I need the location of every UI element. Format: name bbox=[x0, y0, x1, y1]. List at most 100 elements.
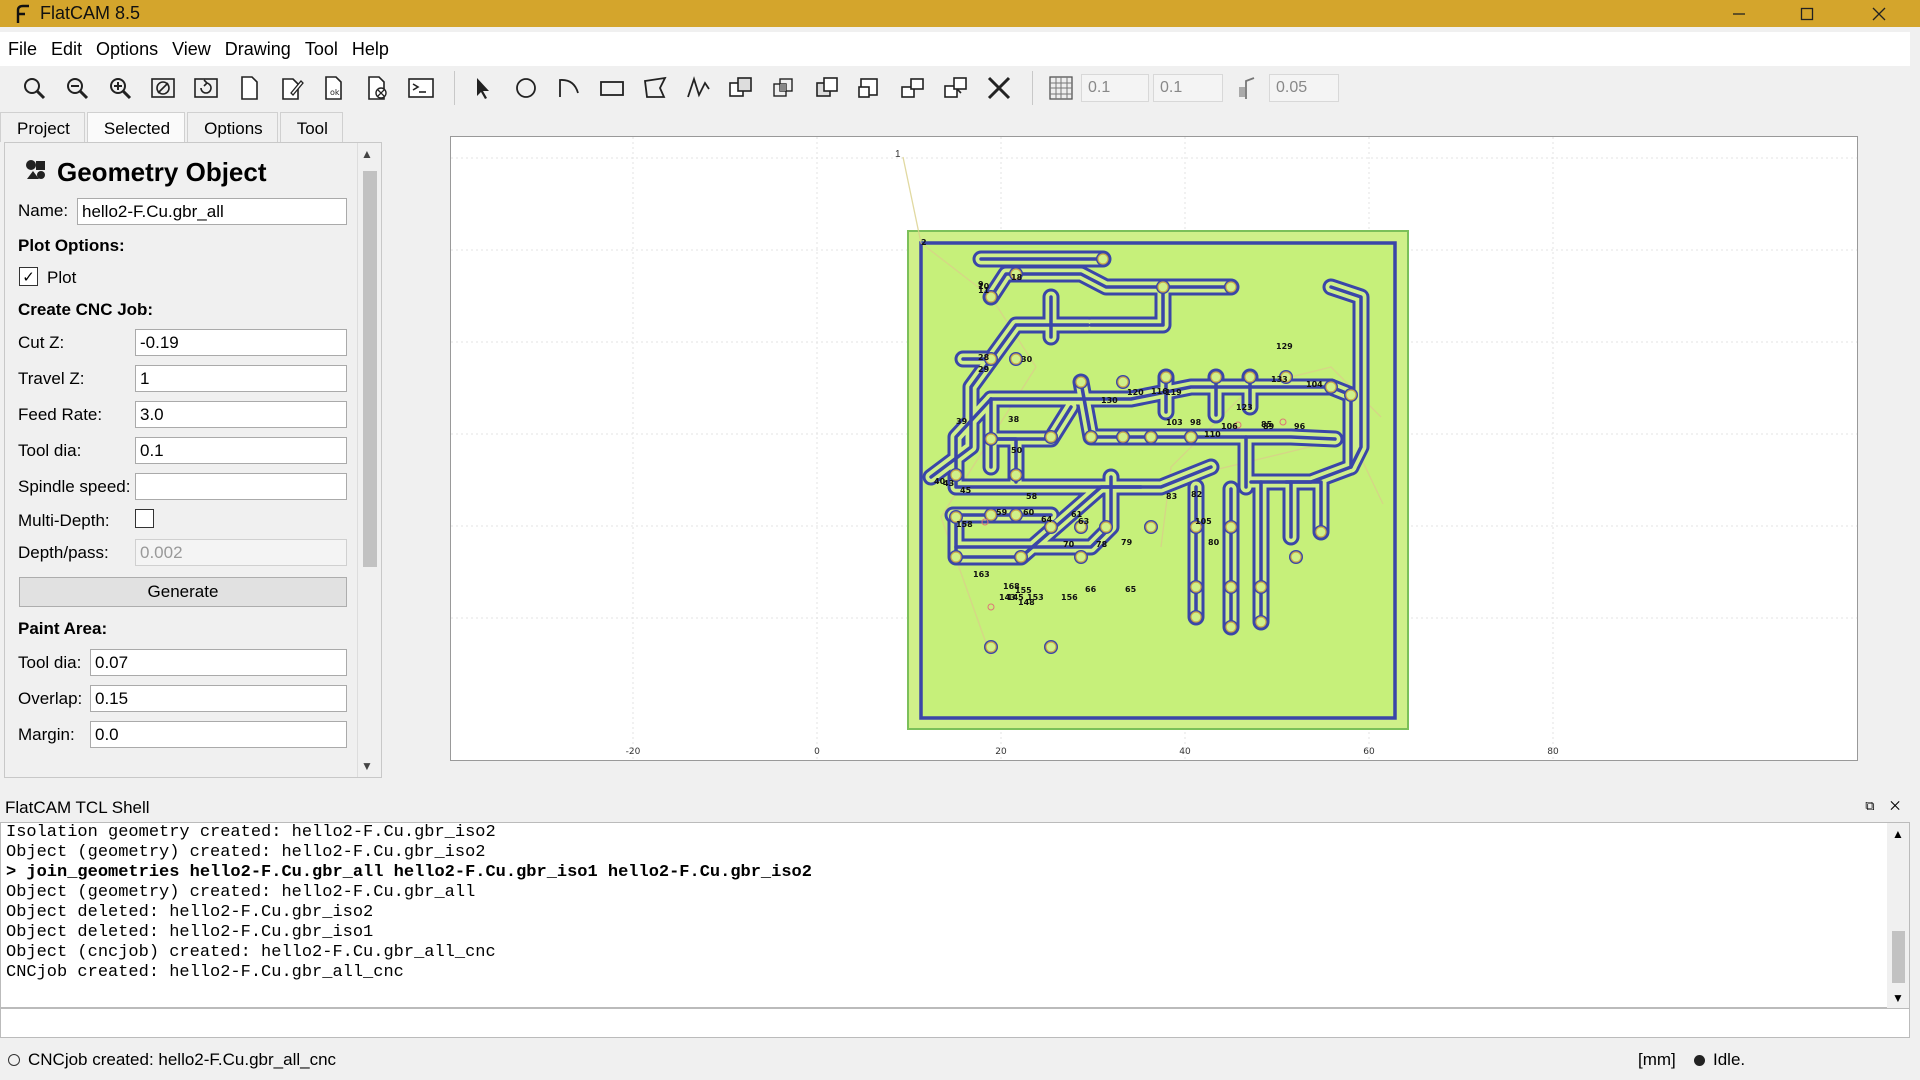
cut-icon[interactable] bbox=[854, 72, 886, 104]
pad-label: 98 bbox=[1190, 418, 1202, 427]
shell-line: Object (cncjob) created: hello2-F.Cu.gbr… bbox=[6, 943, 496, 962]
shell-icon[interactable] bbox=[405, 72, 437, 104]
scroll-down-icon[interactable]: ▼ bbox=[361, 759, 373, 773]
tool-dia-label: Tool dia: bbox=[18, 441, 82, 460]
path-icon[interactable] bbox=[682, 72, 714, 104]
pad-label: 45 bbox=[960, 486, 972, 495]
delete-icon[interactable] bbox=[362, 72, 394, 104]
tab-tool[interactable]: Tool bbox=[279, 112, 343, 142]
toolbar: ok bbox=[0, 66, 1910, 110]
pad-label: 10 bbox=[978, 282, 990, 291]
spindle-speed-input[interactable] bbox=[135, 473, 347, 500]
tab-project[interactable]: Project bbox=[0, 112, 85, 142]
shell-line: Isolation geometry created: hello2-F.Cu.… bbox=[6, 823, 496, 842]
plot-checkbox[interactable]: ✓ bbox=[19, 267, 38, 286]
menu-edit[interactable]: Edit bbox=[51, 38, 83, 59]
new-geometry-icon[interactable] bbox=[233, 72, 265, 104]
union-icon[interactable] bbox=[725, 72, 757, 104]
pad-hole bbox=[985, 291, 997, 303]
travel-z-input[interactable] bbox=[135, 365, 347, 392]
snap-max-input[interactable] bbox=[1269, 74, 1339, 102]
pad-hole bbox=[1244, 371, 1256, 383]
minimize-icon[interactable] bbox=[1710, 0, 1768, 27]
depth-pass-label: Depth/pass: bbox=[18, 543, 109, 562]
pcb-plot[interactable]: -200204060800-10-20-30-40-50 29101118282… bbox=[432, 137, 1857, 760]
pad-hole bbox=[1075, 521, 1087, 533]
state-dot-icon bbox=[1694, 1054, 1705, 1066]
menu-help[interactable]: Help bbox=[351, 38, 389, 59]
tab-selected[interactable]: Selected bbox=[86, 112, 186, 142]
menu-drawing[interactable]: Drawing bbox=[224, 38, 291, 59]
plot-label: Plot bbox=[47, 268, 77, 287]
select-icon[interactable] bbox=[467, 72, 499, 104]
scroll-up-icon[interactable]: ▲ bbox=[361, 147, 373, 161]
corner-snap-icon[interactable] bbox=[1233, 72, 1265, 104]
maximize-icon[interactable] bbox=[1778, 0, 1836, 27]
zoom-out-icon[interactable] bbox=[61, 72, 93, 104]
scrollbar-thumb[interactable] bbox=[363, 171, 377, 567]
shell-line: Object (geometry) created: hello2-F.Cu.g… bbox=[6, 843, 486, 862]
zoom-fit-icon[interactable] bbox=[18, 72, 50, 104]
plot-canvas[interactable]: -200204060800-10-20-30-40-50 29101118282… bbox=[432, 136, 1858, 761]
shell-window-controls[interactable]: ⧉ ✕ bbox=[1865, 798, 1906, 813]
name-input[interactable] bbox=[77, 198, 347, 225]
shell-scrollbar[interactable]: ▲ ▼ bbox=[1887, 823, 1909, 1009]
flatcam-logo-icon bbox=[12, 3, 34, 25]
buffer-icon[interactable] bbox=[897, 72, 929, 104]
generate-button[interactable]: Generate bbox=[19, 577, 347, 607]
shell-command-input[interactable] bbox=[0, 1008, 1910, 1038]
pad-label: 96 bbox=[1294, 422, 1306, 431]
subtraction-icon[interactable] bbox=[811, 72, 843, 104]
zoom-in-icon[interactable] bbox=[104, 72, 136, 104]
update-geometry-icon[interactable]: ok bbox=[319, 72, 351, 104]
info-icon bbox=[8, 1054, 20, 1066]
panel-scrollbar[interactable]: ▲ ▼ bbox=[357, 143, 381, 777]
menu-tool[interactable]: Tool bbox=[304, 38, 338, 59]
menu-options[interactable]: Options bbox=[96, 38, 159, 59]
scroll-up-icon[interactable]: ▲ bbox=[1892, 827, 1904, 841]
paint-tool-dia-input[interactable] bbox=[90, 649, 347, 676]
clear-plot-icon[interactable] bbox=[147, 72, 179, 104]
cnc-job-heading: Create CNC Job: bbox=[18, 300, 154, 319]
margin-input[interactable] bbox=[90, 721, 347, 748]
cut-z-input[interactable] bbox=[135, 329, 347, 356]
tool-dia-input[interactable] bbox=[135, 437, 347, 464]
grid-x-input[interactable] bbox=[1081, 74, 1149, 102]
polygon-icon[interactable] bbox=[639, 72, 671, 104]
arc-icon[interactable] bbox=[553, 72, 585, 104]
edit-geometry-icon[interactable] bbox=[276, 72, 308, 104]
grid-y-input[interactable] bbox=[1153, 74, 1223, 102]
multi-depth-checkbox[interactable] bbox=[135, 509, 154, 528]
shell-line: CNCjob created: hello2-F.Cu.gbr_all_cnc bbox=[6, 963, 404, 982]
trace-inner bbox=[954, 475, 1113, 549]
paint-icon[interactable] bbox=[940, 72, 972, 104]
pad-label: 80 bbox=[1208, 538, 1220, 547]
circle-icon[interactable] bbox=[510, 72, 542, 104]
feed-rate-input[interactable] bbox=[135, 401, 347, 428]
intersection-icon[interactable] bbox=[768, 72, 800, 104]
pad-label: 9 bbox=[978, 280, 984, 289]
replot-icon[interactable] bbox=[190, 72, 222, 104]
pad-hole bbox=[1045, 641, 1057, 653]
trace-inner bbox=[954, 397, 993, 477]
name-label: Name: bbox=[18, 201, 69, 220]
multi-depth-label: Multi-Depth: bbox=[18, 511, 110, 530]
pad-label: 129 bbox=[1276, 342, 1293, 351]
pad-hole bbox=[985, 509, 997, 521]
geometry-icon bbox=[25, 159, 47, 186]
grid-snap-icon[interactable] bbox=[1045, 72, 1077, 104]
pad-hole bbox=[1225, 281, 1237, 293]
travel-z-label: Travel Z: bbox=[18, 369, 85, 388]
overlap-input[interactable] bbox=[90, 685, 347, 712]
pad-label: 11 bbox=[978, 286, 990, 295]
feed-rate-label: Feed Rate: bbox=[18, 405, 103, 424]
tab-options[interactable]: Options bbox=[187, 112, 278, 142]
delete-shape-icon[interactable] bbox=[983, 72, 1015, 104]
rectangle-icon[interactable] bbox=[596, 72, 628, 104]
close-icon[interactable] bbox=[1850, 0, 1908, 27]
x-tick-label: 20 bbox=[995, 747, 1007, 757]
scrollbar-thumb[interactable] bbox=[1892, 931, 1905, 983]
menu-view[interactable]: View bbox=[172, 38, 211, 59]
menu-file[interactable]: File bbox=[8, 38, 38, 59]
scroll-down-icon[interactable]: ▼ bbox=[1892, 991, 1904, 1005]
